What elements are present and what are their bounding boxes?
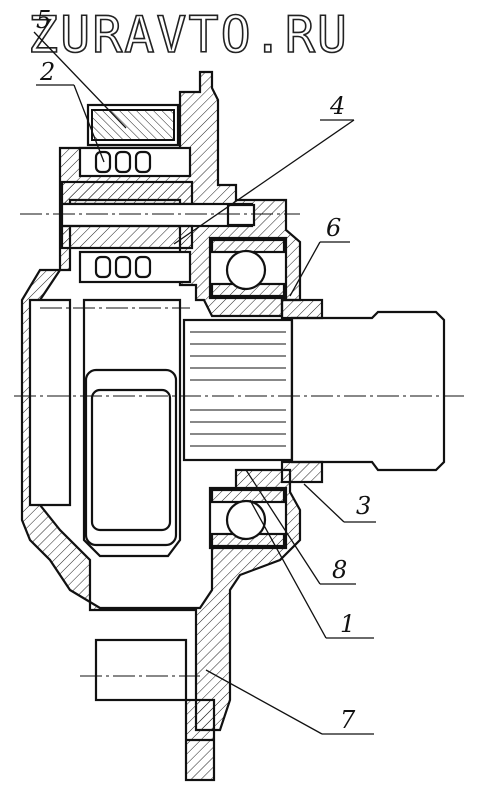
leader-8 xyxy=(245,469,321,585)
planet-gear-upper xyxy=(78,103,192,178)
hub-housing xyxy=(20,70,302,732)
leader-1 xyxy=(249,499,327,639)
mounting-flange xyxy=(94,638,216,782)
callout-3: 3 xyxy=(356,492,371,520)
leader-4 xyxy=(173,119,355,245)
watermark-text: ZURAVTO.RU xyxy=(28,6,349,64)
callout-2: 2 xyxy=(39,58,55,86)
callout-6: 6 xyxy=(326,214,341,242)
callout-1: 1 xyxy=(340,610,355,638)
planet-carrier xyxy=(84,368,178,547)
leader-7 xyxy=(205,669,323,735)
leader-3 xyxy=(303,483,345,523)
ball-bearing-upper xyxy=(208,236,288,300)
leader-lines xyxy=(33,31,376,735)
leader-6 xyxy=(289,241,321,297)
planet-gear-lower xyxy=(78,250,192,284)
leader-5 xyxy=(33,31,127,129)
ball-bearing-lower xyxy=(208,486,288,550)
leader-2b xyxy=(73,84,105,163)
planet-axle xyxy=(60,180,256,250)
callout-5: 5 xyxy=(36,6,51,34)
output-shaft xyxy=(280,298,446,484)
callout-7: 7 xyxy=(340,706,356,734)
splined-shaft xyxy=(182,318,294,462)
callout-4: 4 xyxy=(329,92,345,120)
callout-8: 8 xyxy=(332,556,347,584)
